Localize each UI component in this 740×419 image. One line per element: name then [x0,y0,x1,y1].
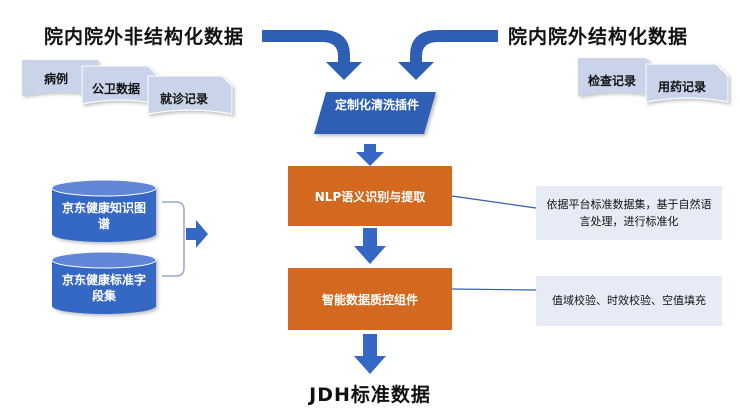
doc-shape-5 [645,63,729,103]
knowledge-graph-label: 京东健康知识图谱 [62,201,147,231]
process-box-1 [288,166,452,226]
doc-label-1: 病例 [44,72,69,86]
arrow-down-1 [356,144,384,166]
doc-label-4: 检查记录 [588,74,637,88]
unstructured-title: 院内院外非结构化数据 [44,26,245,48]
doc-shape-1 [22,60,98,96]
arrow-down-2 [354,228,386,264]
connector-2 [451,288,537,291]
arrow-right-small [186,220,208,248]
step-2-note: 值域校验、时效校验、空值填充 [552,294,706,307]
arrow-left-curved [262,30,362,80]
note-box-2 [536,276,722,326]
doc-label-5: 用药记录 [658,80,707,94]
plugin-shape [314,92,436,134]
note-box-1 [536,186,722,240]
doc-shape-4 [578,58,656,96]
output-label: JDH标准数据 [309,384,431,406]
doc-shape-3 [147,75,233,115]
step-2-label: 智能数据质控组件 [321,293,418,307]
structured-title: 院内院外结构化数据 [508,26,689,48]
cylinder-2 [51,251,157,314]
arrow-down-3 [354,334,386,374]
process-box-2 [288,268,452,330]
doc-label-2: 公卫数据 [92,82,141,96]
step-1-label: NLP语义识别与提取 [314,190,426,204]
step-1-note: 依据平台标准数据集，基于自然语言处理，进行标准化 [546,198,712,228]
connector-1 [451,195,537,209]
standard-fields-label: 京东健康标准字段集 [62,273,147,303]
cylinder-1 [51,179,157,242]
arrow-right-curved [398,30,498,80]
bracket [162,201,185,277]
doc-label-3: 就诊记录 [160,92,209,106]
plugin-label: 定制化清洗插件 [334,98,419,112]
